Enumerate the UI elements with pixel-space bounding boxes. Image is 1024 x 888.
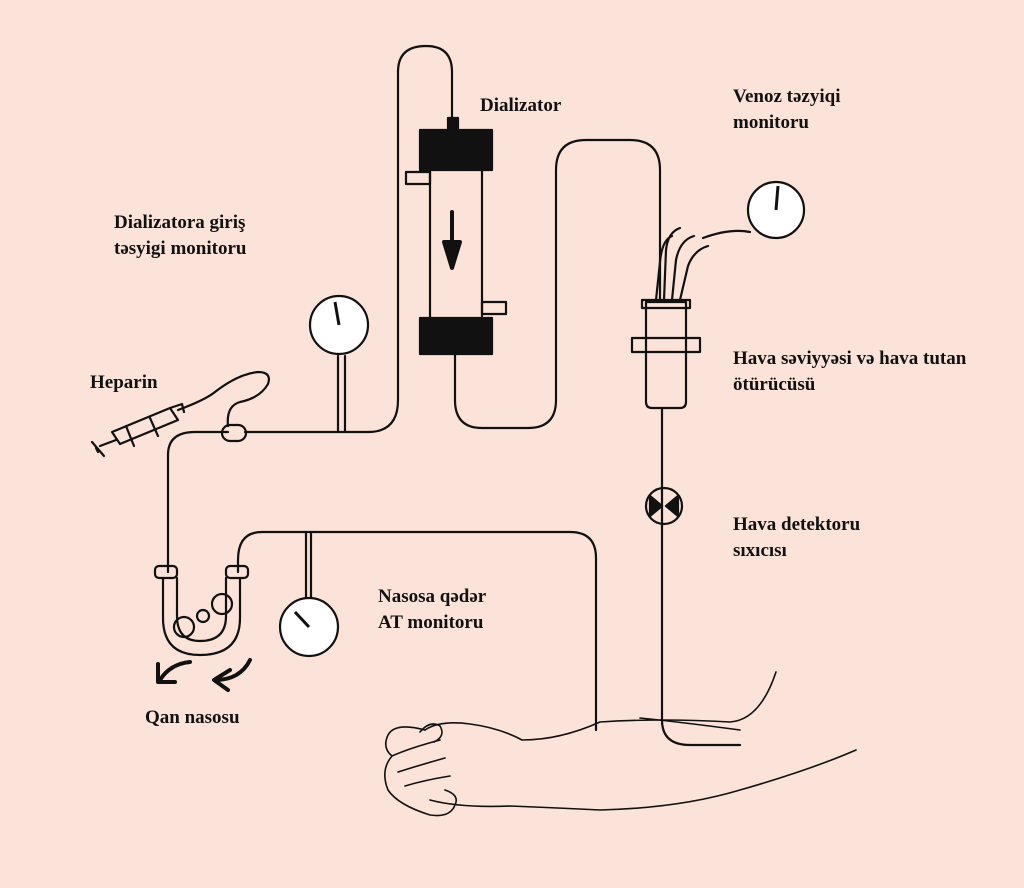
dialyzer-inlet-line <box>243 44 454 434</box>
air-detector-label-line1: Hava detektoru <box>733 514 861 535</box>
inlet-monitor-label-line1: Dializatora giriş <box>114 212 246 233</box>
heparin-line <box>176 370 270 428</box>
inlet-monitor-label-line2: təsyigi monitoru <box>114 238 247 259</box>
roller-pump-icon <box>153 564 252 692</box>
venous-monitor-label-line1: Venoz təzyiqi <box>733 86 841 107</box>
heparin-label: Heparin <box>90 372 158 393</box>
venous-return-line <box>660 406 742 747</box>
air-trap-label-line2: ötürücüsü <box>733 374 816 395</box>
air-detector-label-line2: sıxıcısı <box>733 540 787 561</box>
dialyzer-cartridge <box>404 116 508 356</box>
pressure-gauge-icon <box>746 180 806 240</box>
air-trap-label-line1: Hava səviyyəsi və hava tutan <box>733 348 967 369</box>
blood-pump-label: Qan nasosu <box>145 707 240 728</box>
air-detector-clamp-icon <box>644 486 684 526</box>
prepump-monitor-label-line2: AT monitoru <box>378 612 484 633</box>
pump-outlet-line <box>166 430 230 574</box>
patient-arm-drawing <box>384 671 857 817</box>
arterial-line <box>236 530 598 732</box>
air-trap-chamber <box>630 226 710 410</box>
syringe-icon <box>90 402 186 458</box>
dialyzer-outlet-line <box>453 138 662 430</box>
flow-arrow-icon <box>442 210 462 270</box>
prepump-monitor-label-line1: Nasosa qədər <box>378 586 487 607</box>
pressure-gauge-icon <box>308 294 370 356</box>
venous-monitor-label-line2: monitoru <box>733 112 809 133</box>
pressure-gauge-icon <box>278 596 340 658</box>
dialyzer-label: Dializator <box>480 95 562 116</box>
